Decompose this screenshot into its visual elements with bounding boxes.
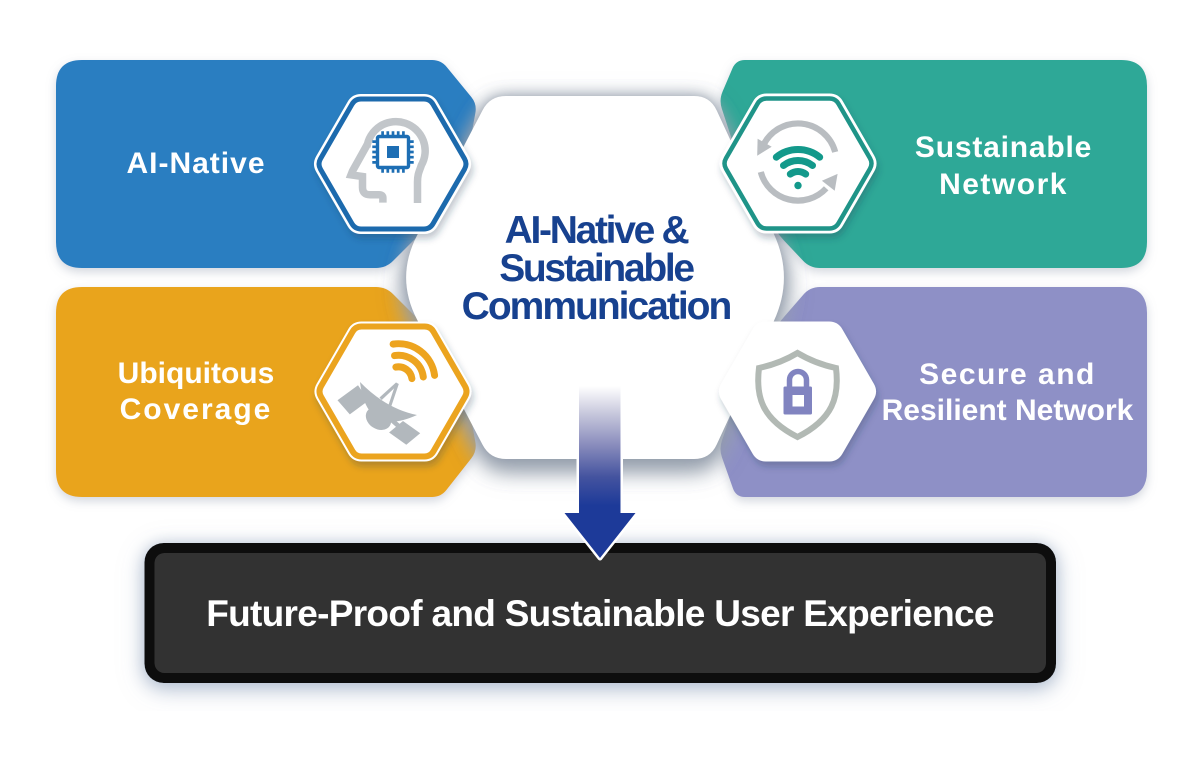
svg-text:AI-Native &: AI-Native & [505, 209, 689, 252]
svg-text:Resilient Network: Resilient Network [882, 394, 1134, 427]
svg-text:AI-Native: AI-Native [126, 147, 265, 180]
svg-text:Sustainable: Sustainable [915, 131, 1092, 164]
svg-text:Sustainable: Sustainable [499, 247, 694, 290]
svg-text:Network: Network [939, 168, 1068, 201]
svg-text:Communication: Communication [462, 285, 731, 328]
svg-text:Ubiquitous: Ubiquitous [118, 357, 275, 390]
svg-text:Future-Proof and Sustainable U: Future-Proof and Sustainable User Experi… [206, 593, 994, 634]
svg-text:Coverage: Coverage [120, 393, 273, 426]
svg-text:Secure and: Secure and [919, 358, 1096, 391]
